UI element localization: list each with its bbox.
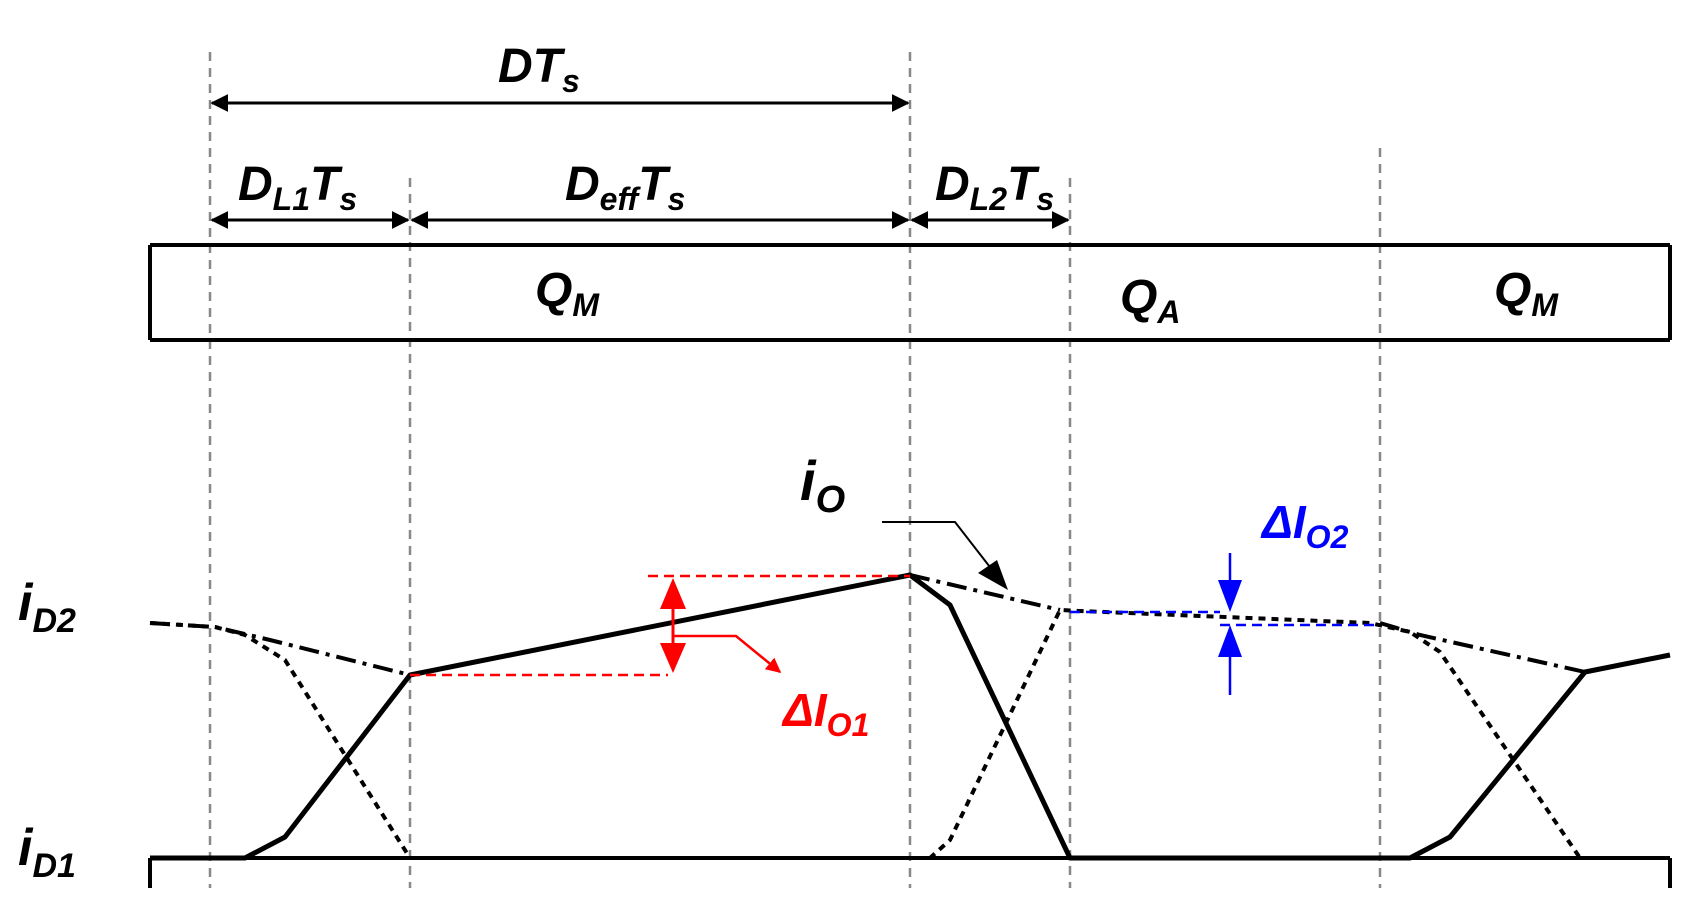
io-trace-2 (909, 573, 1061, 612)
io-trace-3 (1379, 621, 1586, 674)
io-label: iO (800, 449, 845, 521)
switch-qm-2: QM (1494, 264, 1559, 323)
delta-io2-label: ΔIO2 (1260, 496, 1349, 555)
delta-io1-label: ΔIO1 (781, 684, 869, 743)
axis-label-id2: iD2 (18, 574, 76, 640)
delta-io1-marker (410, 574, 910, 677)
switch-qa: QA (1120, 271, 1180, 330)
axis-label-id1: iD1 (18, 819, 76, 885)
deffts-label: DeffTs (565, 158, 685, 217)
time-guides (208, 52, 1382, 888)
id1-trace (150, 572, 1671, 861)
dts-label: DTs (498, 40, 580, 99)
dl2ts-label: DL2Ts (935, 158, 1054, 217)
io-pointer (882, 521, 1001, 581)
io-pointer-head (978, 560, 1008, 590)
id2-trace (149, 607, 1670, 860)
io-trace (149, 621, 411, 677)
switch-bar (148, 243, 1672, 342)
switch-qm-1: QM (535, 264, 600, 323)
delta-io2-marker (1070, 553, 1380, 695)
dimension-arrows (210, 94, 1070, 229)
dl1ts-label: DL1Ts (238, 158, 357, 217)
